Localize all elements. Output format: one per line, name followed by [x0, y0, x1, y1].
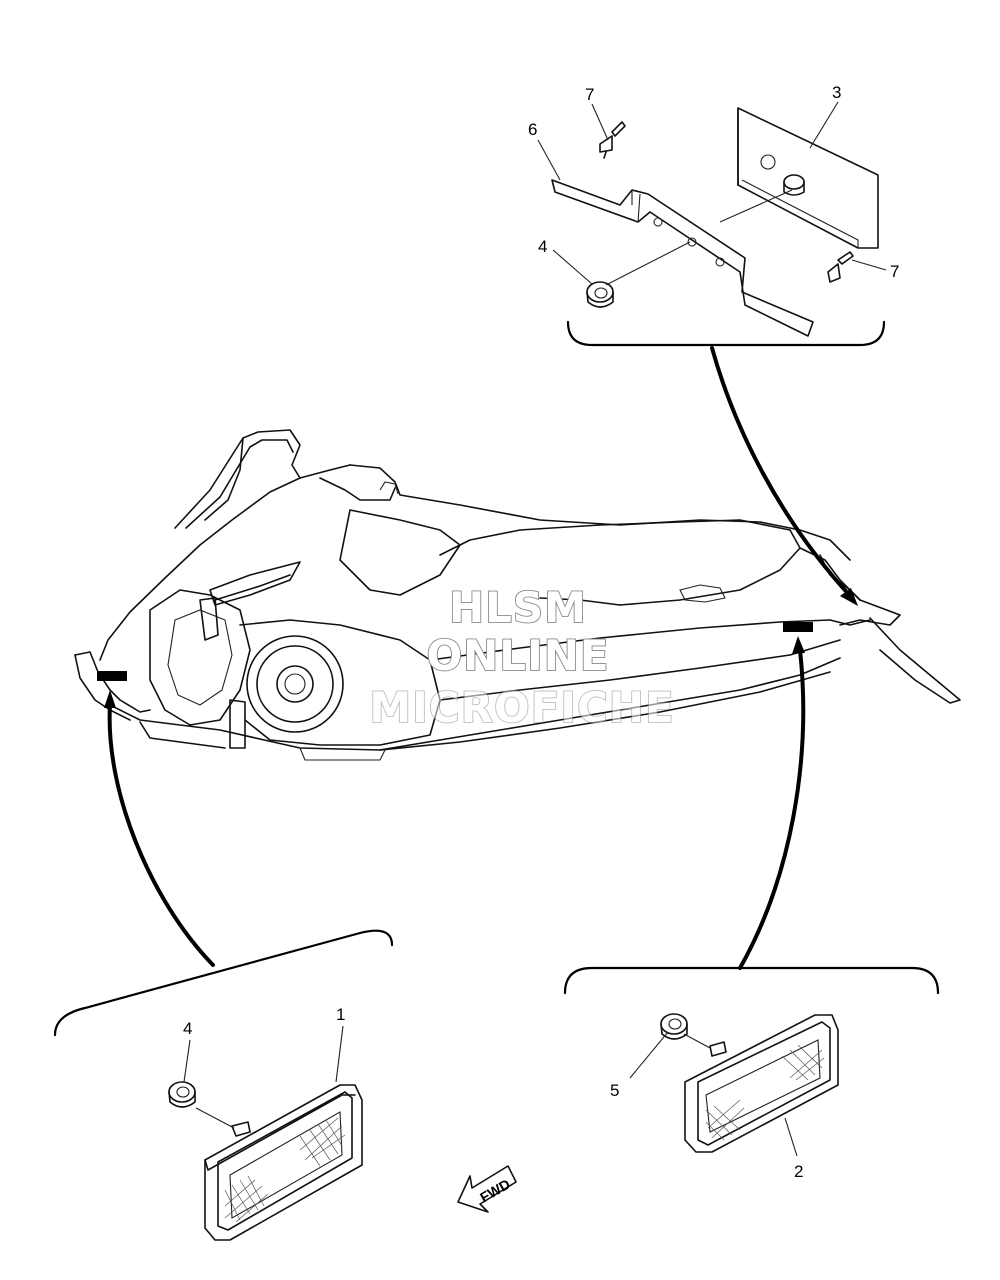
watermark-hlsm: HLSM — [449, 583, 587, 632]
part-label-4-bottom: 4 — [183, 1019, 192, 1038]
leader-top-to-rear — [710, 346, 854, 600]
part-label-7-top: 7 — [585, 85, 594, 104]
rear-reflector-marker — [783, 622, 813, 632]
part-label-4-top: 4 — [538, 237, 547, 256]
fwd-label: FWD — [477, 1176, 513, 1206]
part-label-5: 5 — [610, 1081, 619, 1100]
watermark-microfiche: MICROFICHE — [369, 683, 674, 732]
rear-reflector-assembly — [660, 1013, 839, 1153]
front-reflector-hatching — [224, 1117, 346, 1223]
arrowhead-rear — [840, 588, 858, 606]
arrowhead-front — [104, 690, 116, 708]
watermark-online: ONLINE — [426, 631, 609, 680]
rear-reflector-hatching — [705, 1044, 825, 1141]
forward-direction-indicator: FWD — [457, 1165, 517, 1213]
part-label-7-right: 7 — [890, 262, 899, 281]
part-label-3: 3 — [832, 83, 841, 102]
callout-frame-top — [566, 320, 886, 347]
license-plate-assembly — [551, 107, 879, 337]
front-reflector-assembly — [168, 1081, 363, 1241]
arrowhead-rear-marker — [792, 636, 805, 654]
part-label-6: 6 — [528, 120, 537, 139]
front-reflector-marker — [97, 671, 127, 681]
leader-bottom-left-to-front — [107, 703, 215, 967]
callout-frame-bottom-left — [53, 929, 394, 1037]
callout-frame-bottom-right — [563, 966, 940, 995]
part-label-1: 1 — [336, 1005, 345, 1024]
leader-bottom-right-to-rear — [738, 648, 806, 970]
part-label-2: 2 — [794, 1162, 803, 1181]
